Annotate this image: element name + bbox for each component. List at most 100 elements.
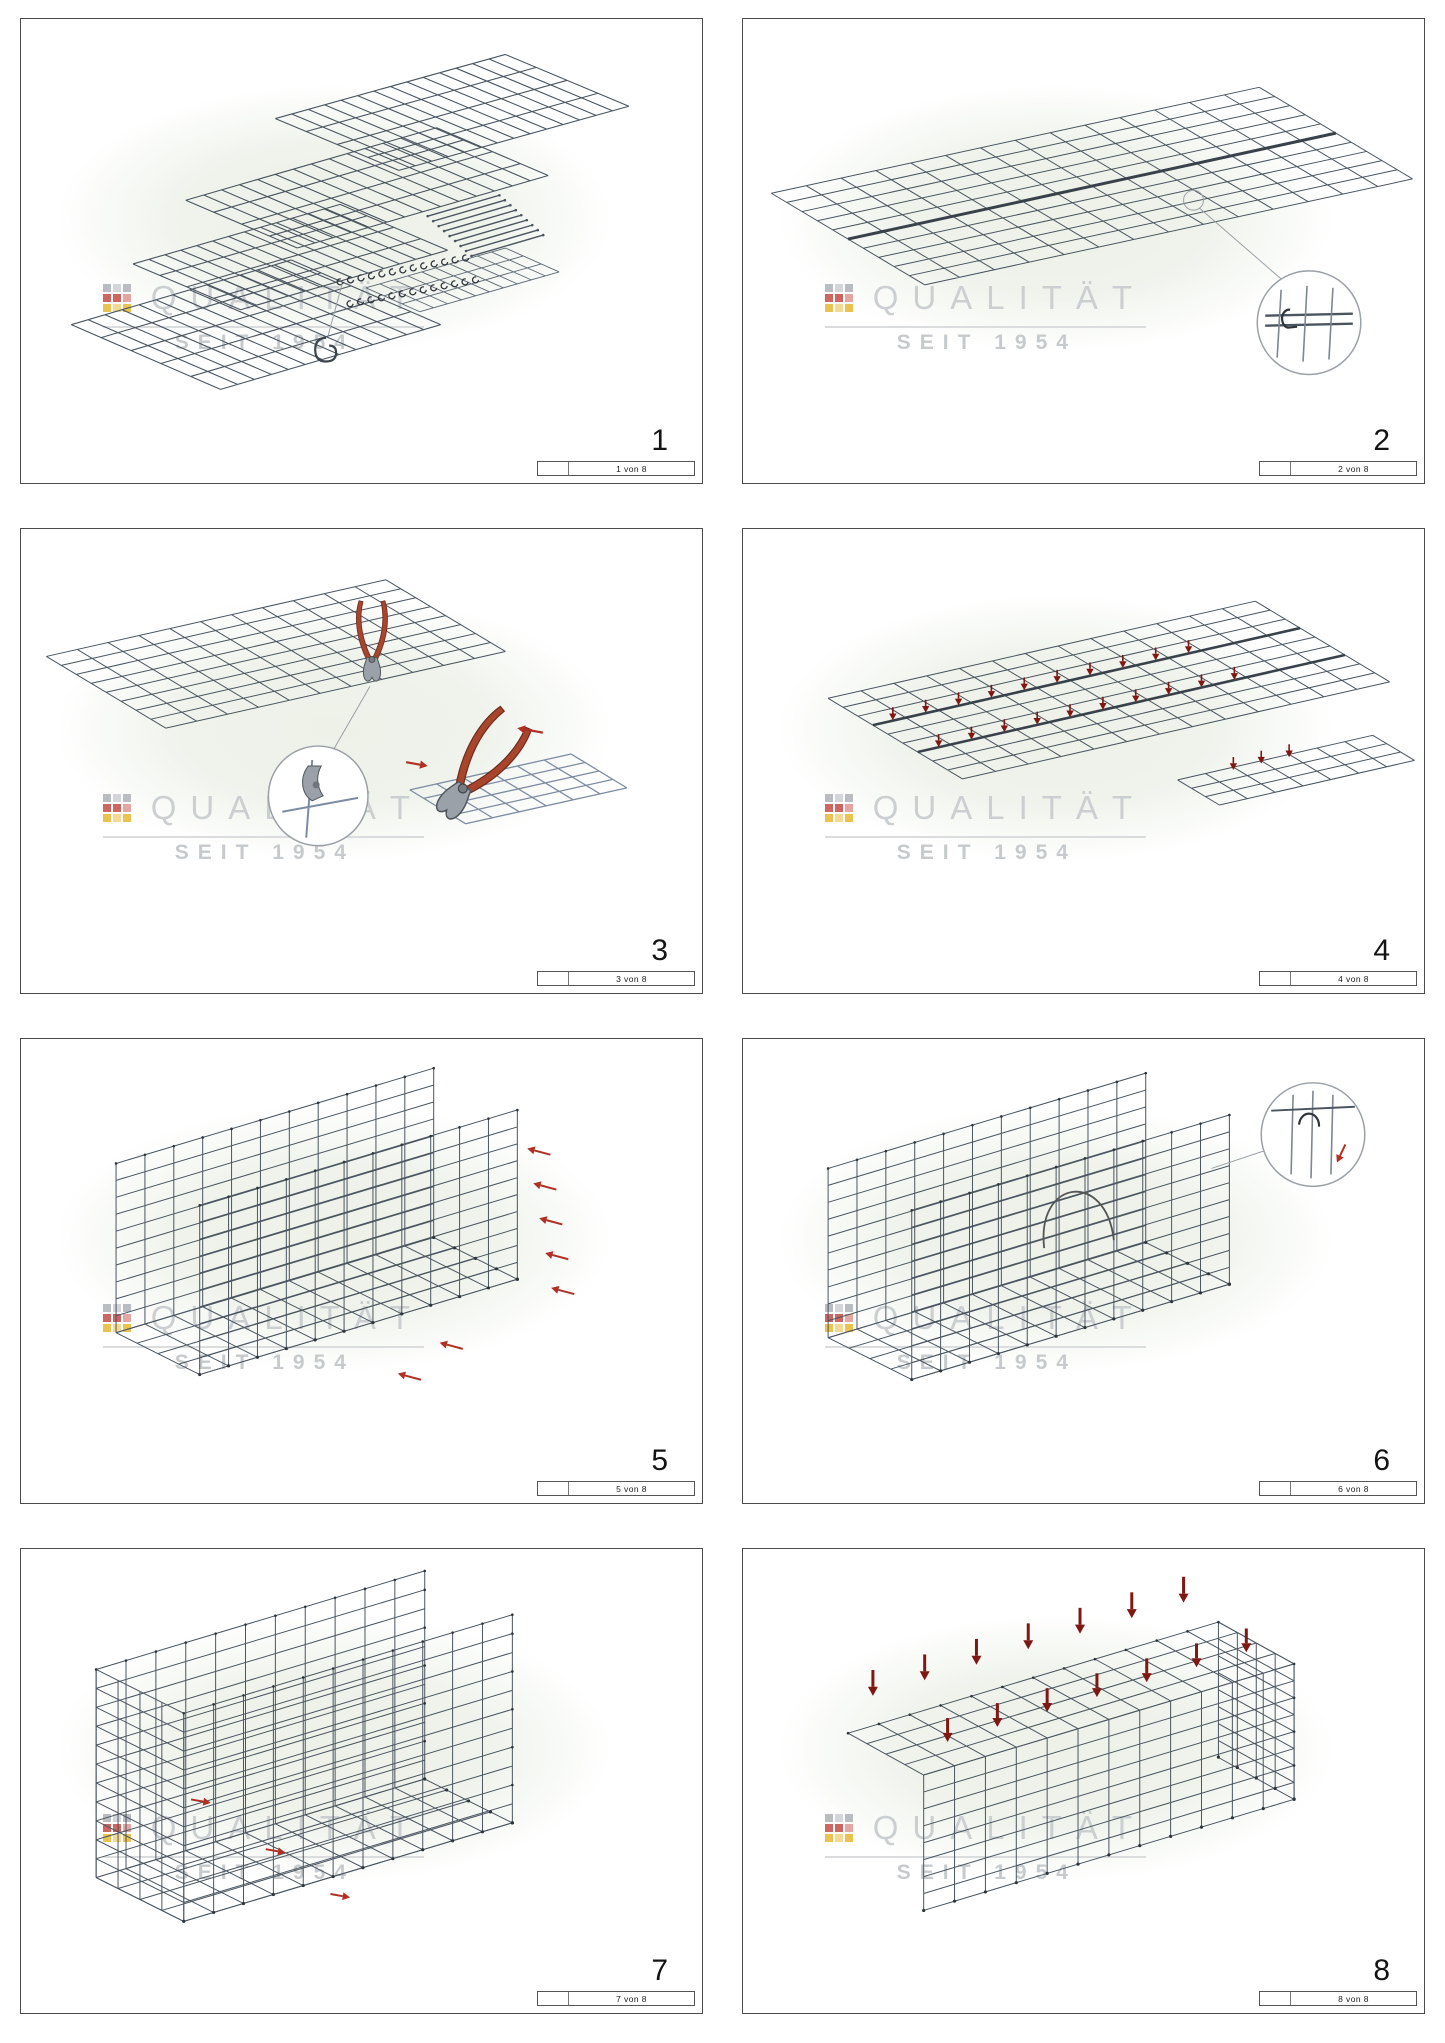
c-clip-icon [357,274,365,282]
wire-end-dot [284,1346,288,1351]
watermark-row: QUALITÄT [824,789,1147,838]
wire-end-dot [1228,1113,1231,1117]
mesh-panel [71,259,441,390]
wire-end-dot [423,1702,427,1705]
step-3-drawing [46,579,628,847]
watermark-ellipse [777,1613,1336,1884]
step-panel-5: QUALITÄT SEIT 1954 5 5 von 8 [20,1038,703,1504]
wire-end-dot [423,1588,427,1592]
wire-end-dot [271,1892,275,1897]
c-clip-icon [471,276,480,284]
wire-end-dot [244,1623,247,1626]
wire-end-dot [198,1203,201,1207]
wire-end-dot [1206,1272,1211,1276]
wire-end-dot [342,1160,346,1164]
watermark-row: QUALITÄT [102,1299,425,1348]
wire-end-dot [361,1658,365,1661]
brand-logo-icon [824,1813,853,1842]
step-7-drawing [94,1569,514,1923]
wire-end-dot [1155,1639,1158,1642]
title-block-cell [1260,972,1291,985]
c-clip-icon [440,282,448,290]
clip-position-arrow-icon [539,1216,563,1226]
c-clip-icon [461,278,469,286]
wire-end-dot [301,1883,305,1888]
press-down-arrow-icon [1191,1643,1202,1668]
clip-position-arrow-icon [967,726,976,740]
wire-end-dot [922,1908,926,1913]
page-label: 5 von 8 [616,1483,647,1494]
step-number: 1 [651,424,668,457]
c-clip-icon [346,300,354,308]
wire-end-dot [1144,1240,1148,1245]
wire-end-dot [1292,1798,1296,1801]
wire-end-dot [124,1659,128,1662]
clip-position-arrow-icon [551,1285,575,1296]
wire-end-dot [826,1167,830,1170]
wire-end-dot [1198,1291,1203,1295]
clip-position-arrow-icon [1000,719,1009,733]
c-clip-icon [409,288,417,296]
clip-position-arrow-icon [1132,689,1140,703]
brand-logo-icon [824,793,853,822]
wire-end-dot [301,1676,305,1679]
push-arrow-icon [1336,1144,1347,1163]
c-clip-icon [1281,308,1298,329]
end-wall-mesh [1217,1621,1295,1800]
c-clip-icon [419,286,427,294]
clip-position-arrow-icon [1066,704,1074,718]
wire-end-dot [212,1703,215,1706]
wire-end-dot [1112,1317,1116,1321]
clip-position-arrow-icon [533,1181,557,1191]
wire-end-dot [939,1200,942,1203]
wire-end-dot [391,1857,395,1861]
press-down-arrow-icon [971,1638,982,1665]
page-label: 6 von 8 [1338,1483,1369,1494]
push-arrow-icon [517,725,544,734]
step-panel-8: QUALITÄT SEIT 1954 8 8 von 8 [742,1548,1425,2014]
clip-position-arrow-icon [934,734,943,748]
wire-end-dot [511,1783,514,1787]
watermark-seit: SEIT 1954 [174,330,355,354]
mesh-panel [132,203,448,311]
page-label: 2 von 8 [1338,463,1369,474]
wire-end-dot [432,1235,436,1240]
wire-end-dot [429,1134,432,1138]
wire-end-dot [303,1605,307,1609]
step-panel-7: QUALITÄT SEIT 1954 7 7 von 8 [20,1548,703,2014]
wire-end-dot [1230,1816,1234,1820]
mesh-panel [827,600,1390,780]
clip-position-arrow-icon [1053,669,1061,683]
step-1-drawing [71,53,630,390]
wire-end-dot [361,1866,365,1870]
press-down-arrow-icon [1091,1673,1102,1698]
wire-end-dot [511,1670,514,1673]
wire-end-dot [143,1153,147,1157]
wire-end-dot [114,1162,118,1165]
watermark-row2: SEIT 1954 [897,1351,1077,1375]
watermark-row2: SEIT 1954 [897,841,1077,865]
step-panel-2: QUALITÄT SEIT 1954 2 2 von 8 [742,18,1425,484]
step-number: 6 [1373,1444,1390,1477]
tie-rods [426,193,545,258]
clip-position-arrow-icon [889,707,897,721]
wire-end-dot [391,1649,395,1652]
step-number: 5 [651,1444,668,1477]
clip-position-arrow-icon [1257,750,1265,764]
wire-end-dot [1083,1156,1087,1160]
wire-end-dot [345,1092,349,1096]
wire-end-dot [908,1713,912,1716]
watermark-seit: SEIT 1954 [896,1860,1077,1884]
wire-end-dot [1083,1325,1087,1330]
clip-position-arrow-icon [527,1146,551,1156]
callout-source-circle [1183,189,1204,211]
mesh-panel [1177,734,1415,806]
title-block-cell [538,1992,569,2005]
wire-end-dot [331,1667,335,1670]
wire-end-dot [182,1919,186,1923]
wire-end-dot [1144,1071,1148,1075]
title-block-cell [538,462,569,475]
wire-end-dot [1292,1696,1296,1700]
wire-end-dot [1000,1115,1003,1118]
wire-end-dot [1292,1662,1296,1666]
